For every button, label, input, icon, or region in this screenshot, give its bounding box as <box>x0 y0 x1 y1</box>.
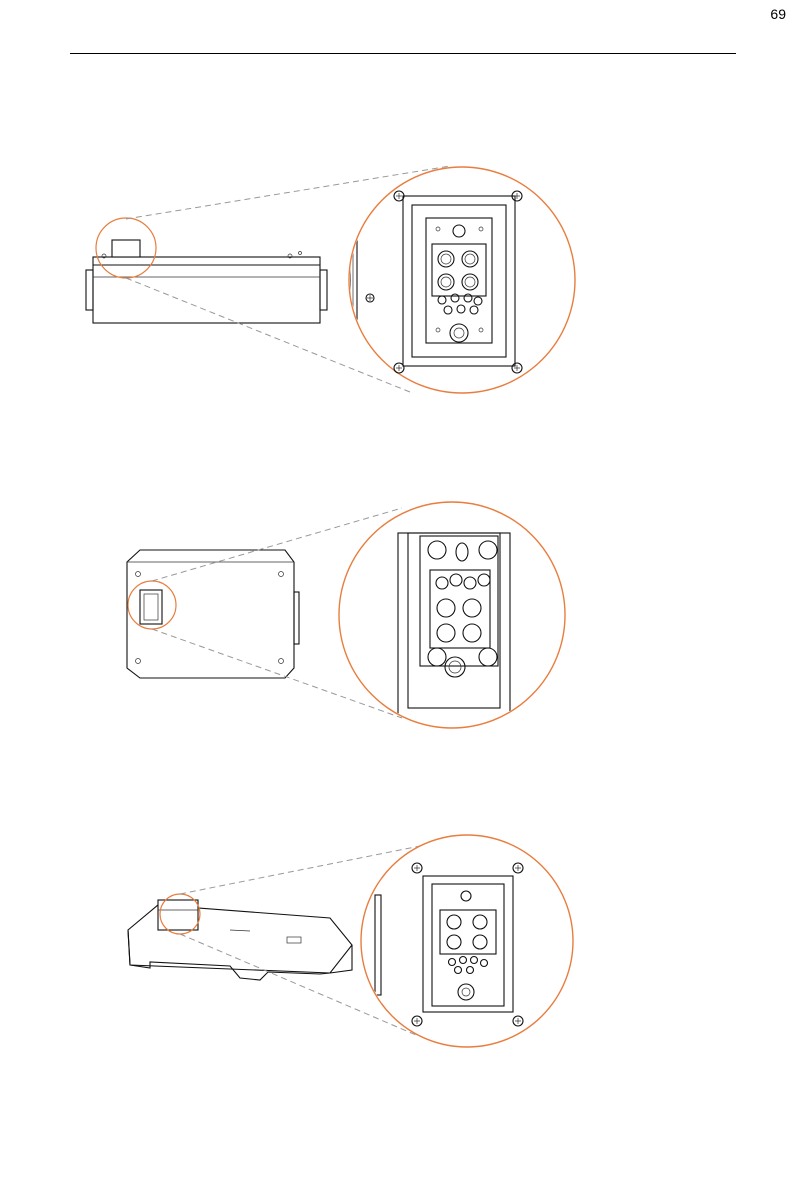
header-rule <box>70 53 736 54</box>
battery-top-view-drawing <box>86 240 327 323</box>
battery-side-view-drawing <box>127 550 299 678</box>
battery-isometric-drawing <box>128 900 352 980</box>
page-number: 69 <box>770 6 786 22</box>
figure-isometric-view <box>0 830 808 1055</box>
magnified-detail-circle <box>361 835 573 1047</box>
figure-side-view <box>0 498 808 733</box>
figure-top-view <box>0 160 808 405</box>
